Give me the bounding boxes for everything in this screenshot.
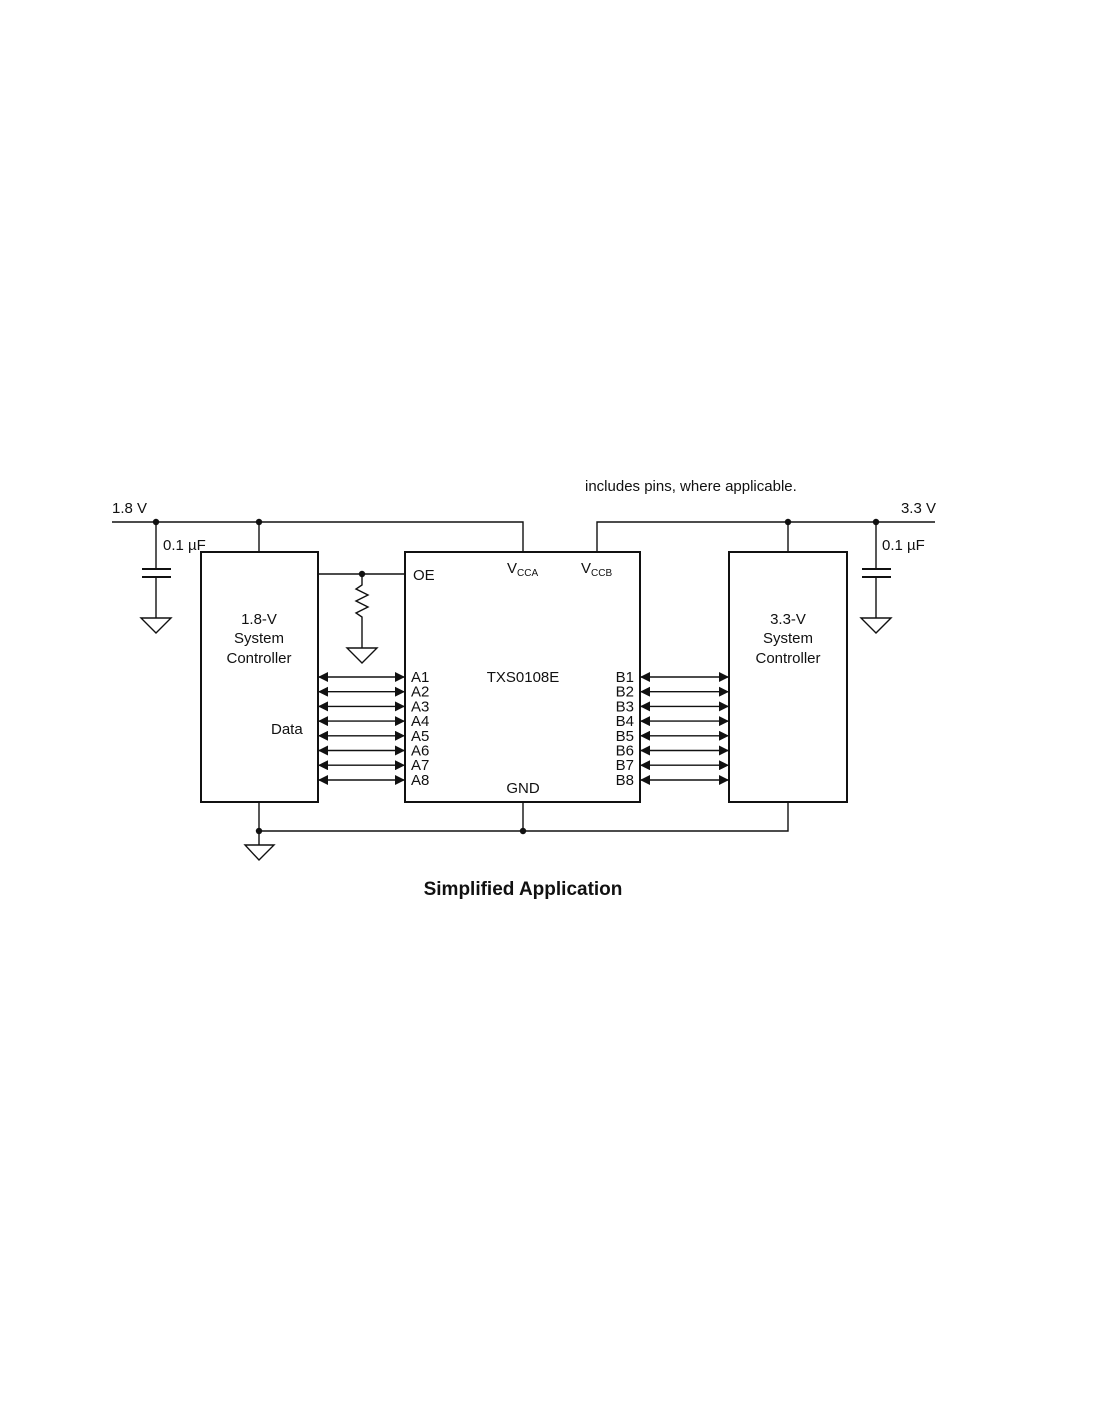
ground-bus: [243, 802, 789, 862]
b-pin-label: B6: [616, 743, 634, 760]
gnd-pin-label: GND: [506, 780, 540, 797]
capacitor-right: 0.1 µF: [859, 522, 925, 634]
ground-icon: [139, 617, 173, 634]
right-controller-line3: Controller: [755, 650, 820, 667]
supply-1v8-label: 1.8 V: [112, 500, 147, 517]
b-pin-label: B5: [616, 728, 634, 745]
a-pin-label: A3: [411, 698, 429, 715]
data-label: Data: [271, 721, 303, 738]
ground-icon: [243, 844, 276, 862]
a-pin-label: A5: [411, 728, 429, 745]
supply-3v3-label: 3.3 V: [901, 500, 936, 517]
a-pin-label: A2: [411, 684, 429, 701]
a-pin-label: A8: [411, 772, 429, 789]
data-buses: [318, 672, 729, 785]
b-pin-label: B1: [616, 669, 634, 686]
right-controller: 3.3-V System Controller: [728, 551, 848, 803]
b-pin-label: B7: [616, 757, 634, 774]
capacitor-left-label: 0.1 µF: [163, 537, 206, 554]
left-controller: 1.8-V System Controller Data: [200, 551, 319, 803]
b-pin-label: B2: [616, 684, 634, 701]
oe-pulldown: [318, 570, 405, 664]
a-pin-label: A6: [411, 743, 429, 760]
ground-icon: [859, 617, 893, 634]
a-pin-label: A7: [411, 757, 429, 774]
b-pin-label: B3: [616, 698, 634, 715]
b-pin-label: B8: [616, 772, 634, 789]
right-controller-line1: 3.3-V: [770, 611, 806, 628]
supply-1v8: 1.8 V: [112, 500, 524, 552]
b-pin-label: B4: [616, 713, 634, 730]
left-controller-line1: 1.8-V: [241, 611, 277, 628]
capacitor-right-label: 0.1 µF: [882, 537, 925, 554]
left-controller-line3: Controller: [226, 650, 291, 667]
capacitor-left: 0.1 µF: [139, 522, 206, 634]
right-controller-line2: System: [763, 630, 813, 647]
figure-title: Simplified Application: [424, 879, 623, 900]
txs0108e-chip: OE VCCA VCCB TXS0108E GND A1A2A3A4A5A6A7…: [404, 551, 641, 803]
chip-name: TXS0108E: [487, 669, 560, 686]
note-text: includes pins, where applicable.: [585, 478, 797, 495]
a-pin-label: A4: [411, 713, 429, 730]
a-pin-label: A1: [411, 669, 429, 686]
vcca-pin-label: VCCA: [507, 560, 538, 579]
left-controller-line2: System: [234, 630, 284, 647]
resistor-icon: [354, 574, 370, 648]
ground-icon: [345, 647, 379, 664]
supply-3v3: 3.3 V: [596, 500, 936, 552]
vccb-pin-label: VCCB: [581, 560, 612, 579]
oe-pin-label: OE: [413, 567, 435, 584]
